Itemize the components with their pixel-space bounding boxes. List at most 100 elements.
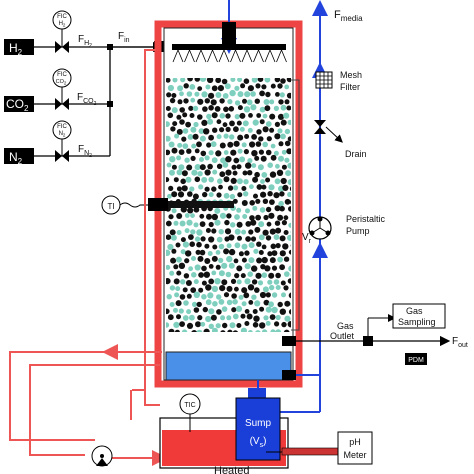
bed-particle (171, 191, 178, 198)
bed-particle (194, 176, 201, 183)
bed-particle (179, 321, 186, 327)
bed-particle (284, 99, 290, 105)
bed-particle (186, 293, 192, 299)
bed-particle (215, 250, 221, 255)
bed-particle (175, 256, 182, 263)
gas-sampling-box[interactable] (392, 303, 446, 329)
bed-particle (290, 302, 291, 306)
h2-fic-icon (52, 10, 72, 30)
bed-particle (179, 91, 184, 97)
bed-particle (184, 258, 190, 264)
bed-particle (259, 207, 266, 213)
bed-particle (225, 113, 231, 119)
bed-particle (215, 150, 222, 157)
bed-particle (215, 92, 222, 98)
svg-text:Drain: Drain (345, 149, 367, 159)
bed-particle (237, 78, 243, 83)
bed-particle (211, 186, 217, 192)
bed-particle (212, 127, 218, 133)
bed-particle (203, 271, 210, 278)
bed-particle (204, 155, 210, 161)
bed-particle (166, 106, 171, 111)
bed-particle (194, 148, 200, 154)
bed-particle (284, 198, 291, 205)
bed-particle (198, 128, 205, 135)
bed-particle (216, 119, 222, 125)
bed-particle (190, 229, 196, 235)
bed-particle (179, 119, 185, 125)
svg-text:(Vs): (Vs) (250, 436, 267, 449)
bed-particle (227, 99, 233, 105)
bed-particle (178, 164, 185, 171)
bed-particle (173, 307, 178, 313)
heating-pump-icon[interactable] (91, 445, 113, 467)
bed-particle (219, 212, 227, 219)
bed-particle (219, 98, 225, 104)
bed-particle (275, 163, 280, 169)
bed-particle (232, 330, 238, 332)
bed-particle (249, 215, 255, 221)
peristaltic-pump-icon[interactable] (308, 216, 332, 240)
bed-particle (242, 214, 248, 219)
bed-particle (179, 220, 186, 227)
bed-particle (215, 78, 222, 84)
bed-particle (266, 221, 272, 227)
svg-text:Pump: Pump (346, 226, 370, 236)
bed-particle (269, 127, 275, 133)
bed-particle (231, 307, 237, 313)
bed-particle (259, 119, 265, 125)
bed-particle (220, 330, 226, 332)
bed-particle (208, 192, 214, 198)
bed-particle (222, 162, 229, 168)
bed-particle (253, 193, 258, 199)
bed-particle (262, 229, 269, 236)
bed-particle (174, 133, 180, 139)
bed-particle (219, 113, 226, 119)
bed-particle (275, 272, 281, 279)
bed-particle (265, 292, 271, 298)
bed-particle (180, 279, 186, 285)
bed-particle (193, 291, 200, 298)
bed-particle (202, 106, 208, 112)
bed-particle (224, 236, 230, 242)
bed-particle (260, 264, 266, 270)
bed-particle (249, 184, 254, 190)
bed-particle (219, 127, 225, 133)
bed-particle (183, 83, 189, 89)
bed-particle (208, 134, 215, 141)
svg-text:Fin: Fin (118, 31, 130, 44)
bed-particle (255, 214, 261, 221)
bed-particle (220, 315, 226, 321)
bed-particle (241, 200, 248, 206)
bed-particle (166, 78, 171, 83)
bed-particle (241, 229, 247, 235)
bed-particle (208, 176, 214, 183)
bed-particle (189, 84, 196, 90)
bed-particle (215, 264, 221, 270)
bed-particle (180, 237, 186, 243)
bed-particle (240, 313, 246, 319)
bed-particle (259, 306, 265, 312)
bed-particle (281, 321, 287, 328)
bed-particle (194, 164, 201, 171)
spray-cone (230, 49, 241, 63)
bed-particle (236, 221, 243, 228)
bed-particle (243, 106, 251, 113)
bed-particle (190, 126, 197, 133)
bed-particle (171, 248, 177, 254)
bed-particle (193, 279, 199, 285)
bed-particle (181, 185, 188, 192)
bed-particle (241, 257, 247, 263)
bed-particle (247, 127, 253, 133)
bed-particle (225, 271, 232, 278)
drain-valve-icon[interactable] (314, 120, 326, 134)
bed-particle (231, 293, 237, 299)
spray-cone (241, 49, 253, 63)
bed-particle (285, 170, 291, 177)
bed-particle (264, 265, 271, 272)
bed-particle (250, 104, 257, 111)
bed-particle (216, 294, 222, 300)
bed-particle (256, 129, 262, 135)
bed-particle (286, 105, 291, 111)
bed-particle (237, 148, 243, 154)
